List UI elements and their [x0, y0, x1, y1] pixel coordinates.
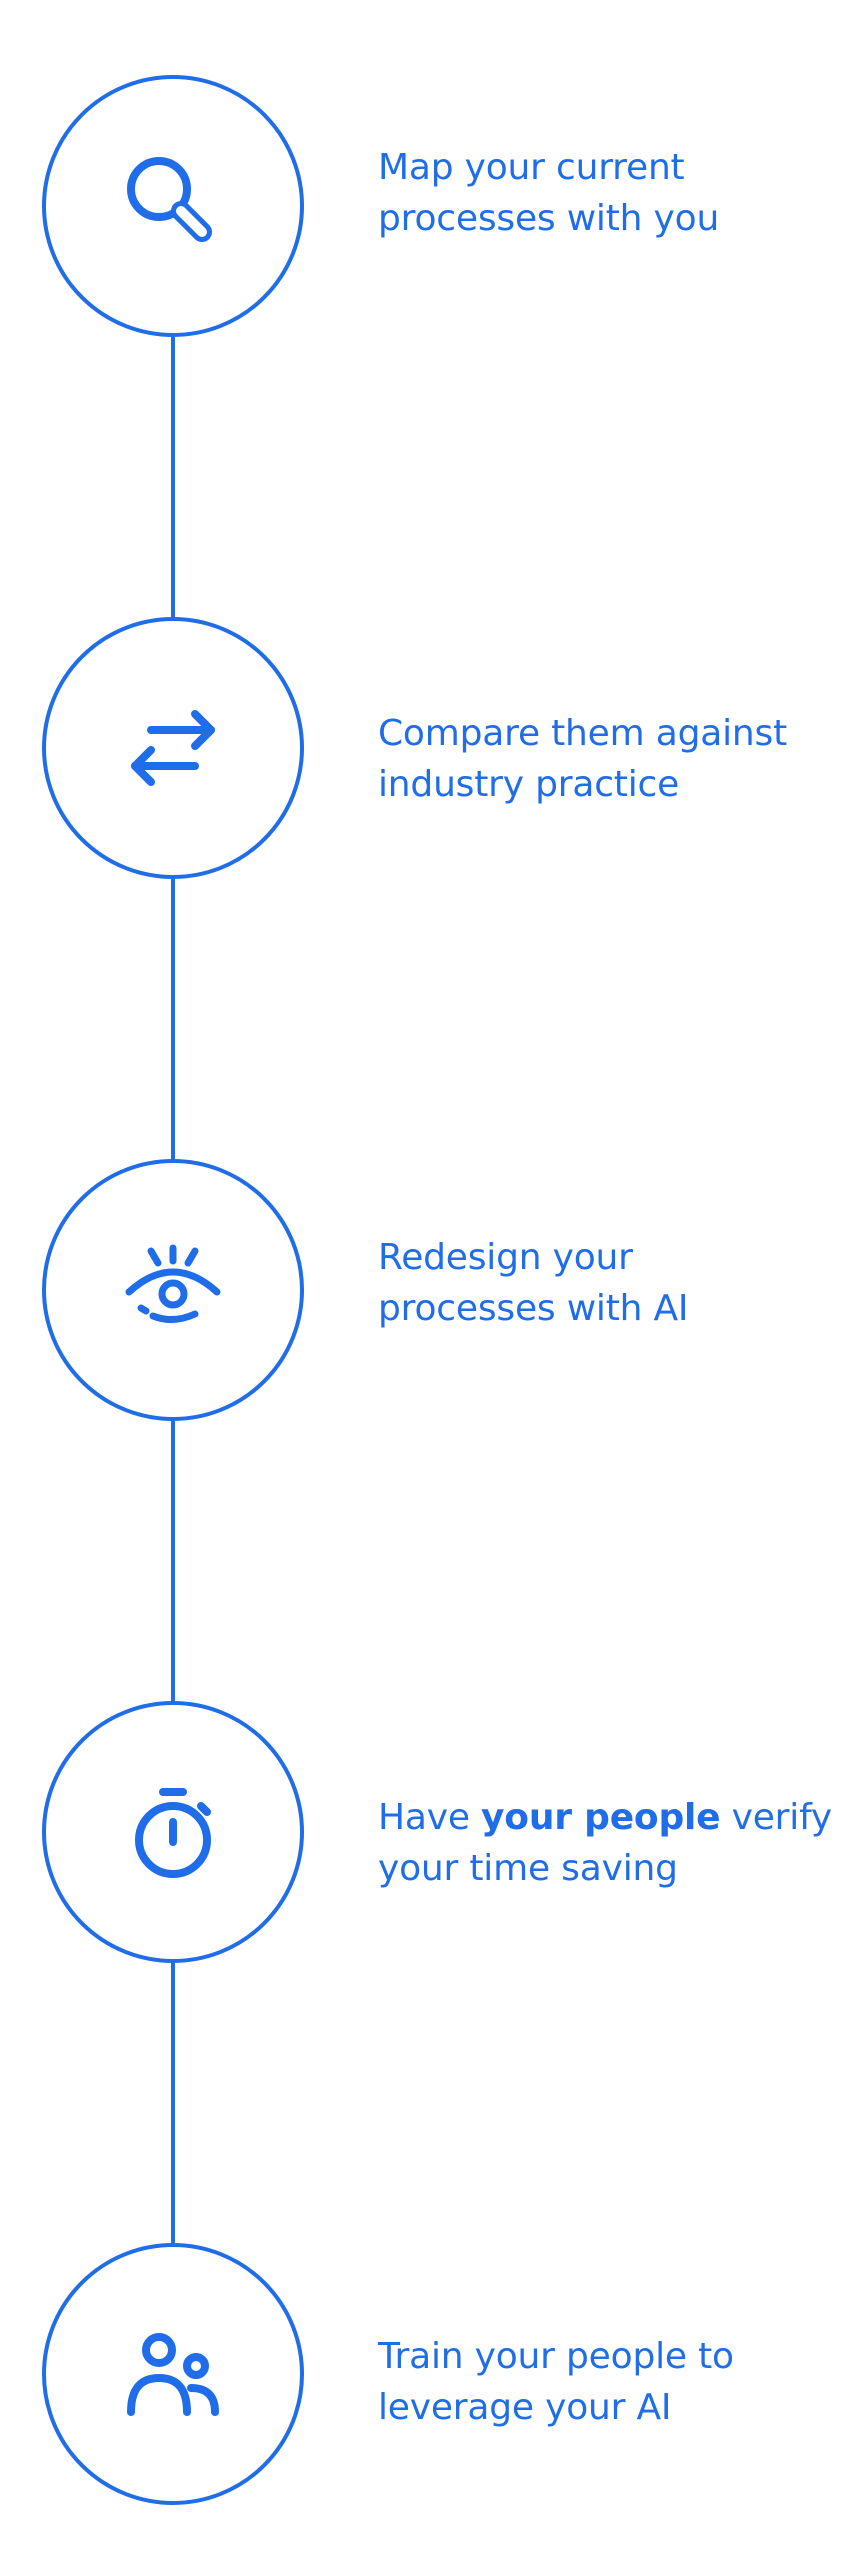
- step-4-circle: [42, 1701, 304, 1963]
- step-4-line-1: Have your people verify: [378, 1792, 848, 1843]
- step-1-line-2: processes with you: [378, 198, 720, 239]
- step-4-line-1-emphasis: your people: [481, 1797, 721, 1838]
- arrows-exchange-icon: [131, 710, 215, 786]
- search-icon: [127, 157, 212, 242]
- step-1-circle: [42, 75, 304, 337]
- step-3-circle: [42, 1159, 304, 1421]
- step-4-line-2: your time saving: [378, 1848, 678, 1889]
- stopwatch-icon: [135, 1788, 211, 1878]
- step-2-label: Compare them against industry practice: [378, 708, 848, 810]
- step-3-label: Redesign your processes with AI: [378, 1232, 848, 1334]
- step-3-line-2: processes with AI: [378, 1288, 689, 1329]
- step-2-line-2: industry practice: [378, 764, 680, 805]
- step-4-line-1-pre: Have: [378, 1797, 482, 1838]
- step-1-label: Map your current processes with you: [378, 142, 848, 244]
- step-5-line-1: Train your people to: [378, 2336, 734, 2377]
- connector-line-4: [171, 1963, 175, 2245]
- step-5-line-2: leverage your AI: [378, 2387, 672, 2428]
- step-5-circle: [42, 2243, 304, 2505]
- step-2-circle: [42, 617, 304, 879]
- step-5-label: Train your people to leverage your AI: [378, 2331, 848, 2433]
- connector-line-2: [171, 879, 175, 1161]
- connector-line-3: [171, 1421, 175, 1703]
- step-4-label: Have your people verify your time saving: [378, 1792, 848, 1894]
- step-3-line-1: Redesign your: [378, 1237, 633, 1278]
- users-icon: [127, 2333, 219, 2416]
- eye-icon: [125, 1244, 221, 1323]
- step-2-line-1: Compare them against: [378, 713, 787, 754]
- step-1-line-1: Map your current: [378, 147, 685, 188]
- step-4-line-1-post: verify: [720, 1797, 833, 1838]
- connector-line-1: [171, 337, 175, 619]
